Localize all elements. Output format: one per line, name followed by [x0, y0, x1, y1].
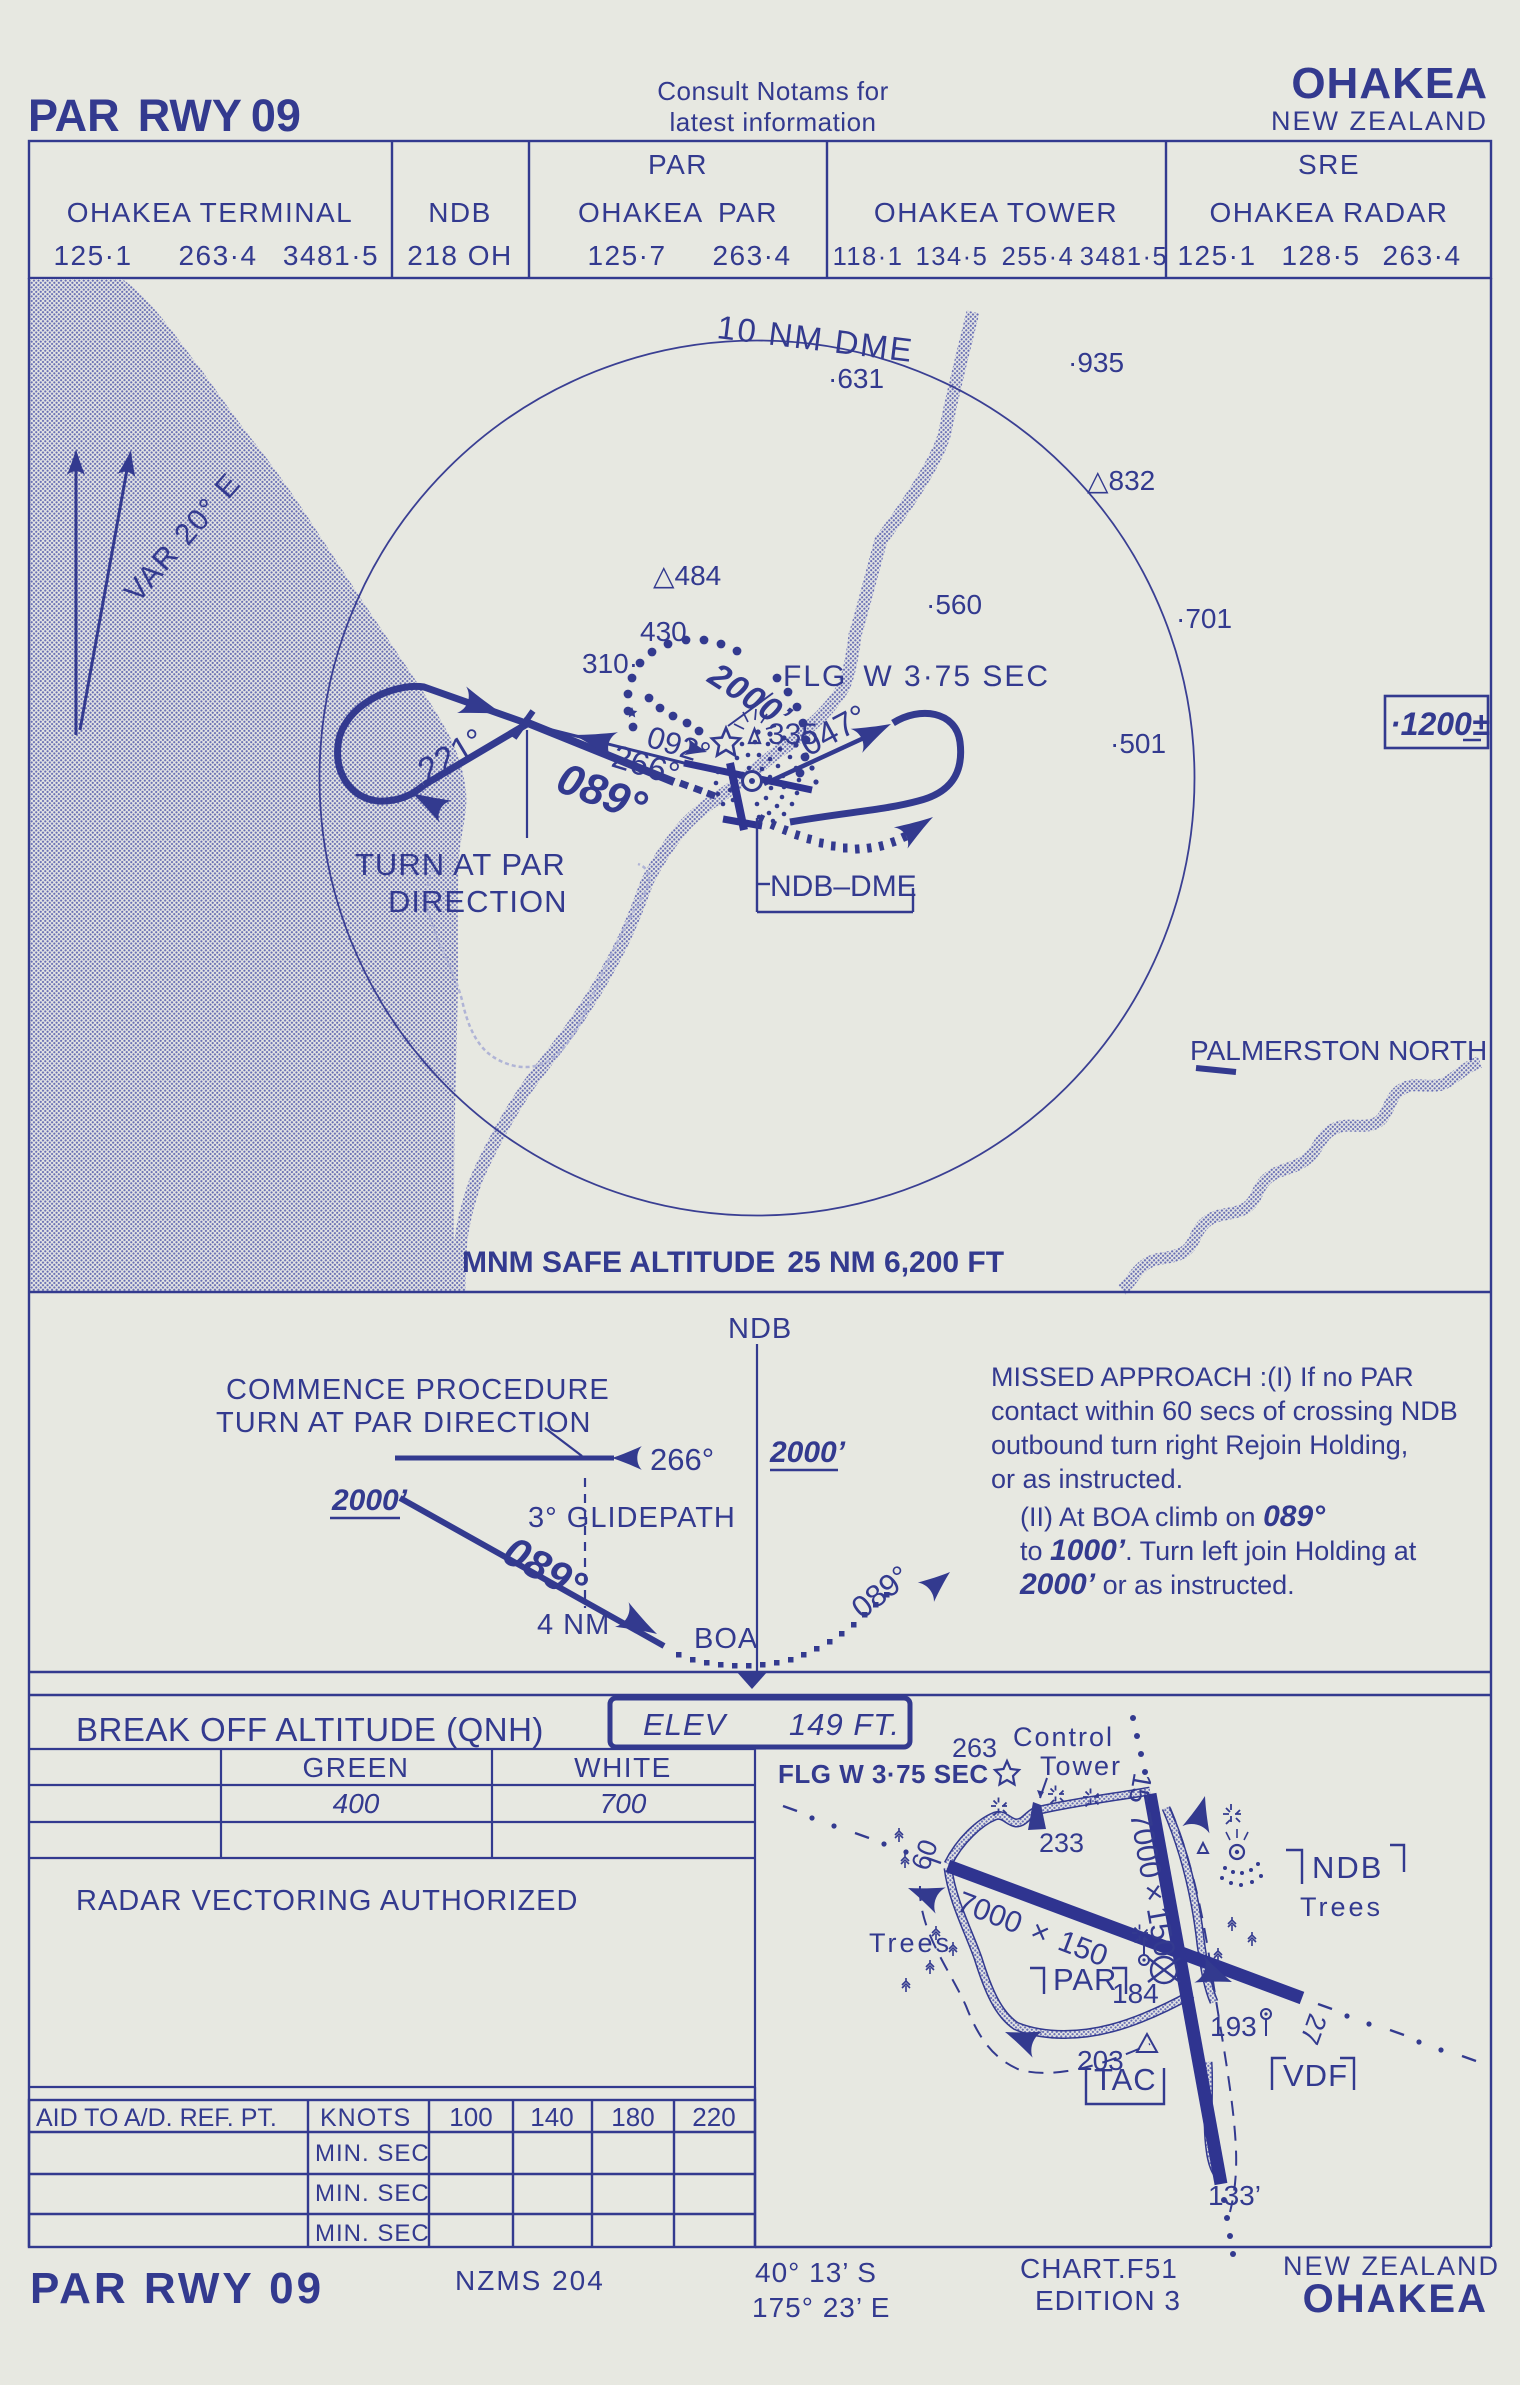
svg-text:PAR: PAR — [1053, 1962, 1117, 1997]
svg-text:220: 220 — [692, 2102, 735, 2132]
svg-text:GREEN: GREEN — [302, 1752, 409, 1783]
svg-text:310·: 310· — [582, 648, 638, 679]
svg-text:OHAKEA: OHAKEA — [1303, 2277, 1488, 2321]
svg-text:Tower: Tower — [1040, 1751, 1122, 1781]
svg-text:BREAK OFF ALTITUDE (QNH): BREAK OFF ALTITUDE (QNH) — [76, 1711, 544, 1748]
svg-text:outbound turn right Rejoin Ho: outbound turn right Rejoin Holding, — [991, 1430, 1408, 1460]
svg-text:OHAKEA: OHAKEA — [1291, 59, 1488, 108]
svg-text:NEW ZEALAND: NEW ZEALAND — [1283, 2251, 1500, 2281]
svg-text:2000’: 2000’ — [769, 1436, 846, 1469]
svg-text:TURN AT PAR: TURN AT PAR — [355, 847, 566, 882]
svg-text:125·1: 125·1 — [53, 240, 132, 271]
svg-text:△484: △484 — [653, 560, 721, 591]
svg-text:PAR RWY 09: PAR RWY 09 — [28, 90, 301, 141]
svg-text:OHAKEA PAR: OHAKEA PAR — [578, 197, 778, 228]
svg-text:BOA: BOA — [694, 1623, 758, 1655]
svg-text:Trees: Trees — [1300, 1892, 1383, 1922]
svg-text:125·1: 125·1 — [1177, 240, 1256, 271]
svg-text:149 FT.: 149 FT. — [789, 1707, 900, 1742]
svg-text:AID TO A/D. REF. PT.: AID TO A/D. REF. PT. — [36, 2104, 277, 2132]
svg-text:·501: ·501 — [1110, 728, 1166, 759]
svg-text:266°: 266° — [650, 1442, 714, 1477]
svg-text:FLG W 3·75 SEC: FLG W 3·75 SEC — [778, 1759, 989, 1789]
svg-text:MNM SAFE ALTITUDE 25 NM 6,200: MNM SAFE ALTITUDE 25 NM 6,200 FT — [462, 1246, 1004, 1279]
svg-text:255·4: 255·4 — [1002, 243, 1075, 271]
svg-text:NDB: NDB — [428, 197, 492, 228]
svg-text:VDF: VDF — [1283, 2058, 1348, 2093]
svg-text:△832: △832 — [1087, 465, 1155, 496]
svg-text:3° GLIDEPATH: 3° GLIDEPATH — [528, 1502, 736, 1534]
svg-text:latest information: latest information — [670, 107, 877, 137]
svg-text:180: 180 — [611, 2102, 654, 2132]
svg-text:·1200±: ·1200± — [1390, 706, 1490, 742]
svg-text:193: 193 — [1210, 2011, 1257, 2042]
svg-text:(II) At BOA climb on 089°: (II) At BOA climb on 089° — [1020, 1500, 1326, 1533]
svg-text:RADAR VECTORING AUTHORIZED: RADAR VECTORING AUTHORIZED — [76, 1885, 578, 1917]
svg-text:PAR: PAR — [648, 149, 708, 180]
svg-text:NDB: NDB — [1312, 1850, 1383, 1885]
svg-text:700: 700 — [600, 1788, 647, 1819]
svg-text:NZMS 204: NZMS 204 — [455, 2265, 605, 2296]
svg-text:·935: ·935 — [1068, 347, 1124, 378]
svg-text:or as instructed.: or as instructed. — [991, 1464, 1183, 1494]
svg-text:263·4: 263·4 — [1382, 240, 1461, 271]
svg-text:263·4: 263·4 — [712, 240, 791, 271]
svg-text:263: 263 — [952, 1733, 997, 1763]
svg-text:133’: 133’ — [1208, 2180, 1261, 2211]
svg-text:·701: ·701 — [1176, 603, 1232, 634]
svg-text:Control: Control — [1013, 1722, 1114, 1752]
svg-text:203: 203 — [1077, 2045, 1124, 2076]
svg-text:MIN. SEC: MIN. SEC — [315, 2220, 430, 2247]
svg-text:100: 100 — [449, 2102, 492, 2132]
svg-text:4 NM: 4 NM — [537, 1609, 610, 1641]
svg-text:Consult Notams for: Consult Notams for — [657, 76, 889, 106]
svg-text:2000’ or as instructed.: 2000’ or as instructed. — [1019, 1568, 1295, 1601]
svg-text:ELEV: ELEV — [643, 1707, 729, 1742]
svg-text:COMMENCE PROCEDURE: COMMENCE PROCEDURE — [226, 1374, 610, 1406]
svg-text:·631: ·631 — [828, 363, 884, 394]
svg-text:118·1: 118·1 — [833, 243, 904, 271]
svg-text:WHITE: WHITE — [574, 1752, 672, 1783]
svg-text:OHAKEA TOWER: OHAKEA TOWER — [874, 197, 1118, 228]
svg-text:PALMERSTON NORTH: PALMERSTON NORTH — [1190, 1035, 1487, 1066]
svg-text:contact within 60 secs of cros: contact within 60 secs of crossing NDB — [991, 1396, 1458, 1426]
svg-text:175° 23’ E: 175° 23’ E — [752, 2292, 890, 2323]
svg-text:to 1000’. Turn left join Holdi: to 1000’. Turn left join Holding at — [1020, 1534, 1417, 1567]
svg-text:MIN. SEC: MIN. SEC — [315, 2140, 430, 2167]
svg-text:184: 184 — [1112, 1978, 1159, 2009]
svg-text:·560: ·560 — [926, 589, 982, 620]
svg-text:263·4: 263·4 — [178, 240, 257, 271]
svg-text:OHAKEA RADAR: OHAKEA RADAR — [1210, 197, 1449, 228]
svg-text:430: 430 — [640, 616, 687, 647]
svg-text:MISSED APPROACH :(I) If no PAR: MISSED APPROACH :(I) If no PAR — [991, 1362, 1414, 1392]
svg-text:DIRECTION: DIRECTION — [388, 884, 568, 919]
svg-text:218 OH: 218 OH — [407, 240, 513, 271]
svg-text:PAR RWY 09: PAR RWY 09 — [30, 2264, 324, 2313]
svg-text:MIN. SEC: MIN. SEC — [315, 2180, 430, 2207]
svg-text:NEW ZEALAND: NEW ZEALAND — [1271, 106, 1488, 136]
svg-text:OHAKEA TERMINAL: OHAKEA TERMINAL — [67, 197, 354, 228]
svg-text:40° 13’ S: 40° 13’ S — [755, 2257, 877, 2288]
svg-text:128·5: 128·5 — [1281, 240, 1360, 271]
svg-text:CHART.F51: CHART.F51 — [1020, 2253, 1178, 2284]
svg-text:EDITION 3: EDITION 3 — [1035, 2285, 1181, 2316]
svg-text:NDB–DME: NDB–DME — [770, 870, 917, 903]
svg-text:SRE: SRE — [1298, 149, 1360, 180]
svg-text:TAC: TAC — [1094, 2062, 1157, 2097]
svg-text:TURN AT PAR DIRECTION: TURN AT PAR DIRECTION — [216, 1407, 591, 1439]
svg-text:125·7: 125·7 — [587, 240, 666, 271]
svg-text:FLG W 3·75 SEC: FLG W 3·75 SEC — [783, 660, 1050, 693]
svg-text:15: 15 — [1123, 1771, 1158, 1806]
svg-text:3481·5: 3481·5 — [283, 240, 379, 271]
svg-text:400: 400 — [333, 1788, 380, 1819]
svg-text:335: 335 — [768, 718, 818, 751]
svg-text:2000’: 2000’ — [331, 1484, 408, 1517]
svg-text:KNOTS: KNOTS — [320, 2104, 411, 2132]
svg-text:3481·5: 3481·5 — [1080, 243, 1168, 271]
svg-text:NDB: NDB — [728, 1313, 792, 1345]
svg-text:134·5: 134·5 — [916, 243, 989, 271]
svg-text:233: 233 — [1039, 1828, 1084, 1858]
svg-text:140: 140 — [530, 2102, 573, 2132]
